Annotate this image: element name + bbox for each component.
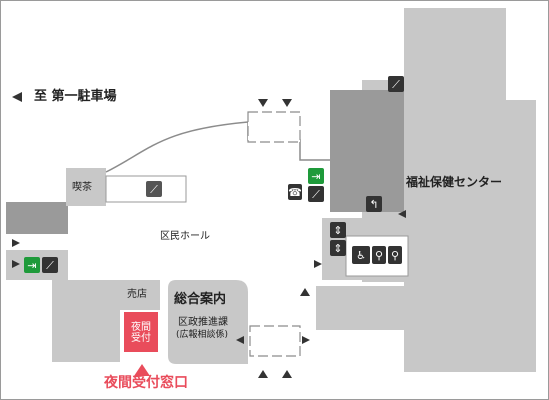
phone-icon: ☎ (288, 184, 302, 200)
lower-door-box (249, 325, 301, 357)
welfare-center-label: 福祉保健センター (406, 175, 503, 189)
arrow-icon (12, 239, 20, 247)
lower-left-block (52, 280, 120, 362)
ward-affairs-sub-label: (広報相談係) (176, 330, 229, 340)
arrow-icon (282, 99, 292, 107)
stairs-icon: ⟋ (388, 76, 404, 92)
stairs-icon: ⟋ (42, 257, 58, 273)
emergency-exit-icon: ⇥ (308, 168, 324, 184)
arrow-icon (12, 92, 22, 102)
night-window-pointer (134, 364, 150, 376)
ward-affairs-label: 区政推進課 (178, 317, 228, 328)
arrow-icon (314, 260, 322, 268)
elevator-icon: ⇕ (330, 222, 346, 238)
shop-label: 売店 (127, 289, 147, 300)
stairs-icon: ⟋ (308, 186, 324, 202)
general-info-block (168, 280, 248, 364)
arrow-icon (300, 288, 310, 296)
to-parking-label: 至 第一駐車場 (34, 89, 117, 104)
left-dark-block (6, 202, 68, 234)
restroom-icon: ⚲ (372, 246, 386, 264)
arrow-icon (258, 370, 268, 378)
shop-block (120, 280, 160, 310)
escalator-icon: ⟋ (146, 181, 162, 197)
hall-label: 区民ホール (160, 231, 210, 242)
arrow-icon (398, 210, 406, 218)
arrow-icon (12, 260, 20, 268)
accessible-restroom-icon: ♿ (352, 246, 370, 264)
arrow-icon (302, 336, 310, 344)
arrow-icon: ↰ (366, 196, 382, 212)
welfare-center-building (316, 8, 536, 372)
corridor-curve (105, 121, 249, 173)
arrow-icon (258, 99, 268, 107)
night-window-label: 夜間受付窓口 (104, 375, 188, 391)
night-reception-block (124, 312, 158, 352)
central-block (330, 90, 404, 212)
restroom-icon: ⚲ (388, 246, 402, 264)
elevator-icon: ⇕ (330, 240, 346, 256)
cafe-block (66, 168, 106, 206)
cafe-label: 喫茶 (72, 182, 92, 193)
arrow-icon (236, 336, 244, 344)
emergency-exit-icon: ⇥ (24, 257, 40, 273)
general-info-label: 総合案内 (174, 292, 227, 307)
corridor-door-box (247, 111, 301, 143)
arrow-icon (282, 370, 292, 378)
night-reception-label: 夜間受付 (131, 322, 151, 344)
